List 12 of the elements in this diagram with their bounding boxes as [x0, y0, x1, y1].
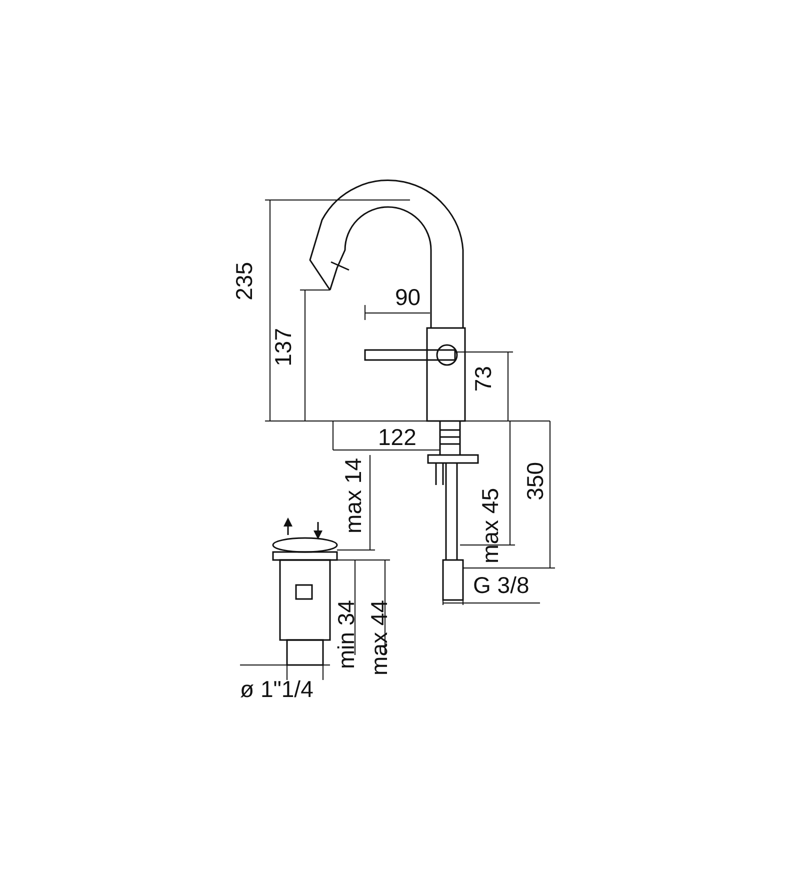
dimension-label: min 34: [335, 600, 358, 670]
dimension-label: max 14: [342, 458, 365, 534]
dimension-label: 73: [472, 366, 495, 392]
dimension-label: 350: [524, 462, 547, 500]
dimension-label: ø 1"1/4: [240, 678, 314, 701]
dimension-label: 90: [395, 286, 421, 309]
dimension-label: max 44: [368, 600, 391, 676]
dimension-label: max 45: [479, 488, 502, 564]
dimension-label: 137: [272, 328, 295, 366]
dimension-label: G 3/8: [473, 574, 530, 597]
dimension-label: 122: [378, 426, 416, 449]
dimension-label: 235: [233, 262, 256, 300]
